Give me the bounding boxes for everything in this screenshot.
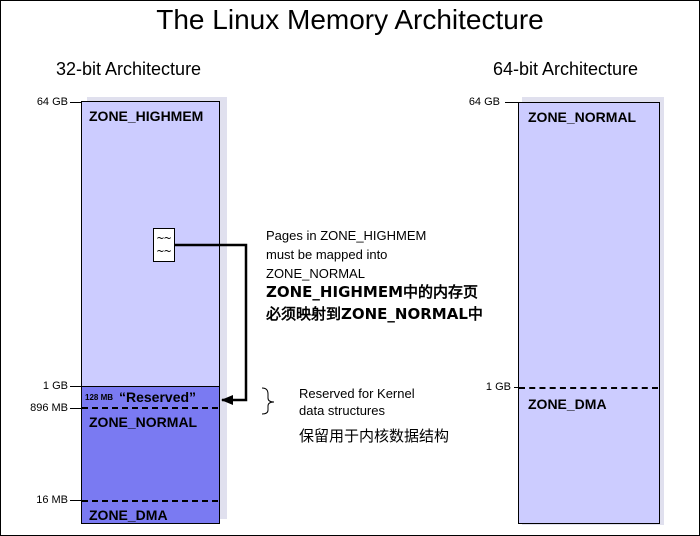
- arch32-16mb-divider: [82, 500, 218, 502]
- reserved-note-cn: 保留用于内核数据结构: [299, 427, 450, 445]
- arch32-tick-1gb: 1 GB: [42, 380, 68, 392]
- arch64-zone-normal: ZONE_NORMAL: [528, 109, 637, 125]
- arch64-1gb-divider: [519, 387, 658, 389]
- reserved-note-line-1: Reserved for Kernel: [299, 386, 415, 401]
- page-icon: ~~ ~~: [153, 228, 175, 262]
- arch32-tick-896mb-mark: [70, 408, 81, 409]
- mapping-note-cn-line-1: ZONE_HIGHMEM中的内存页: [266, 283, 479, 301]
- arch64-zone-dma: ZONE_DMA: [528, 396, 607, 412]
- arch32-tick-64gb: 64 GB: [36, 96, 68, 108]
- arch64-tick-1gb: 1 GB: [485, 381, 511, 393]
- arch32-tick-1gb-mark: [70, 386, 81, 387]
- arch64-tick-1gb-mark: [514, 387, 520, 388]
- reserved-note-en: Reserved for Kernel data structures: [299, 385, 415, 419]
- arch32-highmem-block: [81, 101, 220, 387]
- arch32-heading: 32-bit Architecture: [56, 59, 202, 79]
- arch64-tick-64gb-mark: [505, 102, 518, 103]
- diagram-title: The Linux Memory Architecture: [156, 4, 544, 35]
- arch64-heading: 64-bit Architecture: [493, 59, 639, 79]
- arch32-zone-highmem: ZONE_HIGHMEM: [89, 108, 204, 124]
- arch32-tick-16mb: 16 MB: [36, 494, 68, 506]
- arch32-tick-64gb-mark: [70, 102, 81, 103]
- mapping-note-line-2: must be mapped into: [266, 247, 388, 262]
- arch64-tick-64gb: 64 GB: [468, 96, 500, 108]
- arch32-reserved-label: “Reserved”: [119, 389, 197, 405]
- mapping-note-cn-line-2: 必须映射到ZONE_NORMAL中: [266, 305, 483, 323]
- mapping-note-cn: ZONE_HIGHMEM中的内存页 必须映射到ZONE_NORMAL中: [266, 281, 483, 325]
- arch32-tick-16mb-mark: [70, 500, 81, 501]
- reserved-note-line-2: data structures: [299, 403, 385, 418]
- arch64-block: [518, 102, 660, 524]
- mapping-note-line-3: ZONE_NORMAL: [266, 266, 365, 281]
- arch32-zone-dma: ZONE_DMA: [89, 507, 168, 523]
- arch32-tick-896mb: 896 MB: [30, 402, 68, 414]
- arch32-reserved-size: 128 MB: [85, 393, 114, 402]
- mapping-note-line-1: Pages in ZONE_HIGHMEM: [266, 228, 427, 243]
- arch32-896mb-divider: [82, 407, 218, 409]
- arch32-zone-normal: ZONE_NORMAL: [89, 414, 198, 430]
- mapping-note-en: Pages in ZONE_HIGHMEM must be mapped int…: [266, 226, 426, 283]
